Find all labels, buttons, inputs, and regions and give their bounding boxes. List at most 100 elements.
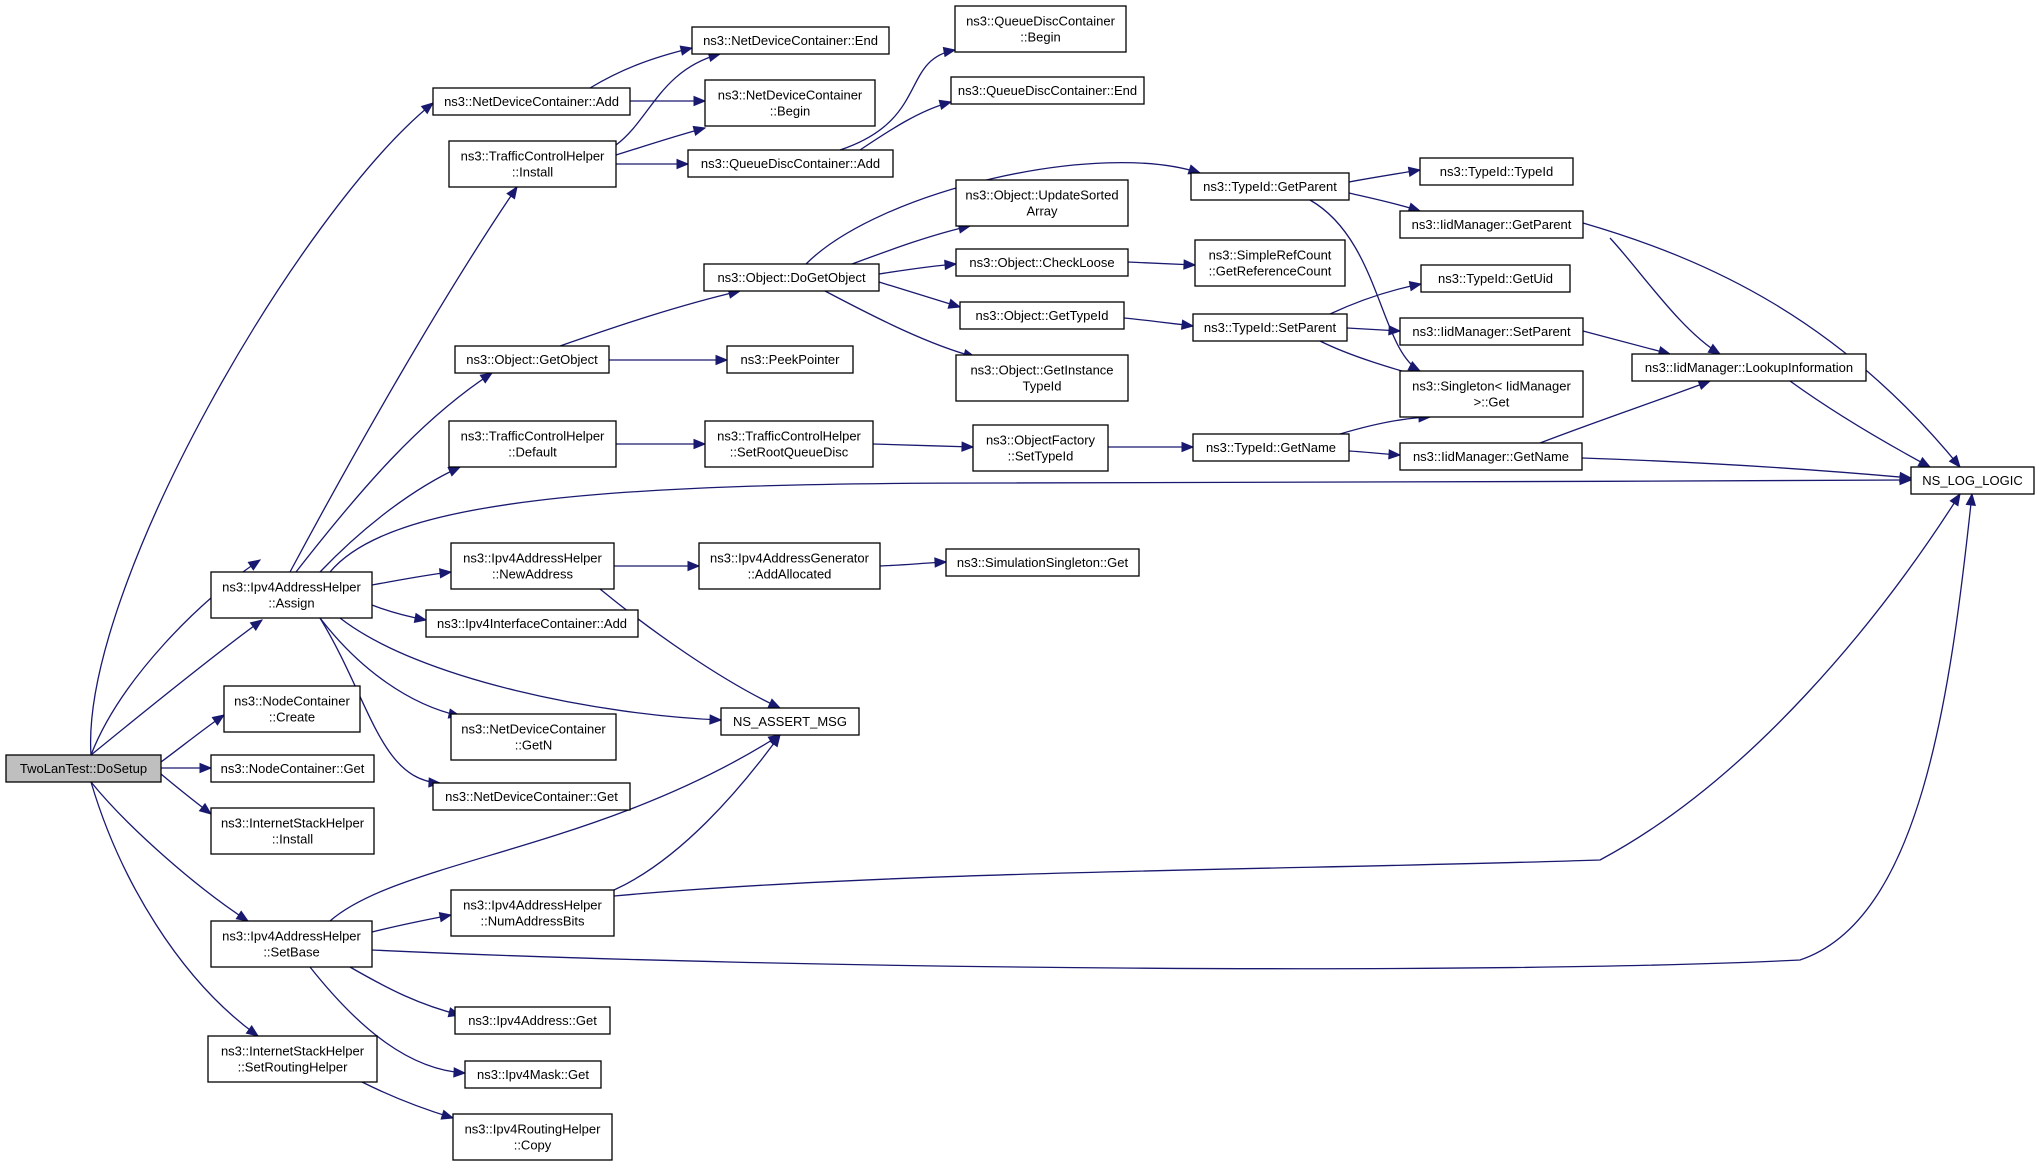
node-label-line: ns3::Ipv4Address::Get bbox=[468, 1013, 597, 1028]
node-ndc-begin[interactable]: ns3::NetDeviceContainer::Begin bbox=[704, 79, 876, 127]
node-nc-get[interactable]: ns3::NodeContainer::Get bbox=[210, 754, 375, 783]
node-label-line: ns3::QueueDiscContainer::End bbox=[958, 83, 1137, 98]
node-simplerefcount[interactable]: ns3::SimpleRefCount::GetReferenceCount bbox=[1194, 239, 1346, 287]
edge-line bbox=[90, 781, 259, 1037]
node-peekpointer[interactable]: ns3::PeekPointer bbox=[726, 345, 854, 374]
edge-ipv4ah_newaddress-to-ipv4ag_addallocated bbox=[614, 560, 701, 572]
node-ipv4ag-addallocated[interactable]: ns3::Ipv4AddressGenerator::AddAllocated bbox=[698, 542, 881, 590]
node-label-line: NS_LOG_LOGIC bbox=[1922, 473, 2022, 488]
node-ipv4mask-get[interactable]: ns3::Ipv4Mask::Get bbox=[464, 1060, 602, 1089]
node-box bbox=[450, 889, 615, 937]
edge-line bbox=[289, 186, 518, 573]
edge-ipv4ah_setbase-to-ipv4ah_numaddressbits bbox=[371, 912, 453, 933]
arrowhead-icon bbox=[506, 185, 518, 200]
node-ndc-add[interactable]: ns3::NetDeviceContainer::Add bbox=[432, 87, 631, 116]
arrowhead-icon bbox=[1965, 492, 1976, 506]
edge-obj_getobject-to-obj_dogetobject bbox=[559, 288, 742, 347]
edge-iid_getname-to-ns_log_logic bbox=[1581, 457, 1913, 483]
node-qdc-add[interactable]: ns3::QueueDiscContainer::Add bbox=[687, 149, 894, 178]
edge-line bbox=[349, 966, 461, 1016]
node-ndc-getn[interactable]: ns3::NetDeviceContainer::GetN bbox=[450, 713, 617, 761]
edge-line bbox=[878, 263, 957, 275]
node-ish-setrouting[interactable]: ns3::InternetStackHelper::SetRoutingHelp… bbox=[207, 1035, 378, 1083]
node-typeid-getuid[interactable]: ns3::TypeId::GetUid bbox=[1420, 264, 1571, 293]
node-typeid-getparent[interactable]: ns3::TypeId::GetParent bbox=[1190, 172, 1350, 201]
node-simsingleton-get[interactable]: ns3::SimulationSingleton::Get bbox=[945, 548, 1140, 577]
node-ndc-get[interactable]: ns3::NetDeviceContainer::Get bbox=[432, 782, 631, 811]
node-label-line: ns3::TrafficControlHelper bbox=[461, 429, 605, 444]
node-typeid-typeid[interactable]: ns3::TypeId::TypeId bbox=[1419, 157, 1574, 186]
edge-ipv4ag_addallocated-to-simsingleton_get bbox=[879, 557, 948, 568]
node-typeid-setparent[interactable]: ns3::TypeId::SetParent bbox=[1192, 313, 1348, 342]
node-objfactory-settypeid[interactable]: ns3::ObjectFactory::SetTypeId bbox=[972, 424, 1109, 472]
node-tch-install[interactable]: ns3::TrafficControlHelper::Install bbox=[448, 140, 617, 188]
arrowhead-icon bbox=[420, 102, 435, 115]
arrowhead-icon bbox=[693, 95, 707, 107]
node-tch-setroot[interactable]: ns3::TrafficControlHelper::SetRootQueueD… bbox=[704, 420, 874, 468]
node-obj-checkloose[interactable]: ns3::Object::CheckLoose bbox=[955, 248, 1129, 277]
arrowhead-icon bbox=[245, 1025, 260, 1037]
node-ndc-end[interactable]: ns3::NetDeviceContainer::End bbox=[691, 26, 890, 55]
node-qdc-end[interactable]: ns3::QueueDiscContainer::End bbox=[950, 76, 1145, 105]
node-ipv4rh-copy[interactable]: ns3::Ipv4RoutingHelper::Copy bbox=[452, 1113, 613, 1161]
node-box bbox=[698, 542, 881, 590]
edge-root-to-ish_install bbox=[160, 773, 213, 815]
node-box bbox=[1190, 172, 1350, 201]
node-label-line: ::Begin bbox=[1020, 30, 1060, 45]
node-label-line: ns3::Object::GetInstance bbox=[970, 363, 1113, 378]
arrowhead-icon bbox=[440, 1109, 455, 1120]
node-label-line: ns3::NetDeviceContainer bbox=[461, 722, 606, 737]
node-iid-lookup[interactable]: ns3::IidManager::LookupInformation bbox=[1631, 353, 1867, 382]
node-label-line: ns3::IidManager::SetParent bbox=[1412, 324, 1571, 339]
edge-obj_dogetobject-to-obj_gettypeid bbox=[878, 281, 962, 309]
node-ipv4ic-add[interactable]: ns3::Ipv4InterfaceContainer::Add bbox=[425, 609, 639, 638]
node-ipv4ah-setbase[interactable]: ns3::Ipv4AddressHelper::SetBase bbox=[210, 920, 373, 968]
arrowhead-icon bbox=[199, 762, 213, 774]
node-box bbox=[448, 140, 617, 188]
node-obj-getobject[interactable]: ns3::Object::GetObject bbox=[454, 345, 610, 374]
edge-line bbox=[1582, 330, 1671, 355]
node-qdc-begin[interactable]: ns3::QueueDiscContainer::Begin bbox=[954, 5, 1127, 53]
node-ipv4ah-newaddress[interactable]: ns3::Ipv4AddressHelper::NewAddress bbox=[450, 542, 615, 590]
arrowhead-icon bbox=[938, 99, 953, 110]
node-label-line: ns3::InternetStackHelper bbox=[221, 1044, 365, 1059]
node-iid-setparent[interactable]: ns3::IidManager::SetParent bbox=[1399, 317, 1584, 346]
node-ish-install[interactable]: ns3::InternetStackHelper::Install bbox=[210, 807, 375, 855]
edge-iid_lookup-to-ns_log_logic bbox=[1789, 380, 1932, 468]
node-ipv4addr-get[interactable]: ns3::Ipv4Address::Get bbox=[454, 1006, 611, 1035]
node-tch-default[interactable]: ns3::TrafficControlHelper::Default bbox=[448, 420, 617, 468]
node-obj-dogetobject[interactable]: ns3::Object::DoGetObject bbox=[703, 263, 880, 292]
arrowhead-icon bbox=[1407, 166, 1422, 177]
node-ipv4ah-numaddressbits[interactable]: ns3::Ipv4AddressHelper::NumAddressBits bbox=[450, 889, 615, 937]
node-iid-getname[interactable]: ns3::IidManager::GetName bbox=[1399, 442, 1583, 471]
edge-ipv4ah_numaddressbits-to-ns_log_logic bbox=[613, 492, 1961, 897]
node-box bbox=[959, 301, 1125, 330]
node-label-line: Array bbox=[1026, 204, 1058, 219]
arrowhead-icon bbox=[1180, 319, 1195, 330]
node-label-line: ns3::Ipv4AddressGenerator bbox=[710, 551, 870, 566]
node-typeid-getname[interactable]: ns3::TypeId::GetName bbox=[1192, 433, 1350, 462]
node-root[interactable]: TwoLanTest::DoSetup bbox=[5, 754, 162, 783]
node-obj-gettypeid[interactable]: ns3::Object::GetTypeId bbox=[959, 301, 1125, 330]
edge-line bbox=[872, 443, 974, 448]
node-box bbox=[704, 79, 876, 127]
node-box bbox=[1631, 353, 1867, 382]
edge-line bbox=[599, 588, 781, 709]
node-label-line: ::Install bbox=[272, 832, 313, 847]
edge-ndc_add-to-ndc_begin bbox=[630, 95, 707, 107]
node-nc-create[interactable]: ns3::NodeContainer::Create bbox=[223, 685, 361, 733]
arrowhead-icon bbox=[1707, 343, 1722, 355]
node-label-line: ns3::TypeId::GetParent bbox=[1203, 179, 1337, 194]
node-iid-getparent[interactable]: ns3::IidManager::GetParent bbox=[1399, 210, 1584, 239]
node-ns-assert-msg[interactable]: NS_ASSERT_MSG bbox=[720, 707, 860, 736]
edge-ipv4ah_assign-to-tch_default bbox=[319, 466, 462, 573]
node-singleton-get[interactable]: ns3::Singleton< IidManager >::Get bbox=[1399, 370, 1584, 418]
node-box bbox=[207, 1035, 378, 1083]
node-box bbox=[1910, 466, 2035, 495]
arrowhead-icon bbox=[235, 910, 250, 922]
edge-tch_install-to-ndc_begin bbox=[615, 125, 707, 156]
node-ipv4ah-assign[interactable]: ns3::Ipv4AddressHelper::Assign bbox=[210, 571, 373, 619]
node-ns-log-logic[interactable]: NS_LOG_LOGIC bbox=[1910, 466, 2035, 495]
